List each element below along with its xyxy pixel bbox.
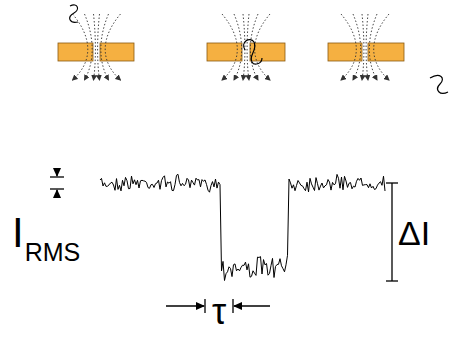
current-flow-line (366, 14, 368, 80)
current-flow-line (353, 14, 361, 80)
current-flow-line (98, 14, 100, 80)
current-flow-line (222, 14, 237, 80)
current-flow-line (85, 14, 93, 80)
dwell-time-label: τ (212, 294, 226, 330)
pore-membranes (58, 14, 404, 80)
current-flow-line (374, 14, 389, 80)
current-flow-line (73, 14, 88, 80)
membrane-block (328, 43, 362, 61)
polymer-strands (70, 5, 448, 93)
delta-current-label: ΔI (398, 216, 430, 250)
current-flow-line (362, 14, 364, 80)
current-trace (100, 174, 385, 280)
current-flow-line (94, 14, 96, 80)
rms-subscript: RMS (25, 240, 81, 265)
membrane-block (368, 43, 404, 61)
current-symbol: I (12, 212, 24, 254)
current-flow-line (105, 14, 120, 80)
current-flow-line (234, 14, 242, 80)
scale-marks (50, 168, 398, 313)
current-flow-line (341, 14, 356, 80)
current-flow-line (255, 14, 270, 80)
current-flow-line (369, 14, 377, 80)
current-flow-line (101, 14, 109, 80)
current-flow-line (247, 14, 249, 80)
